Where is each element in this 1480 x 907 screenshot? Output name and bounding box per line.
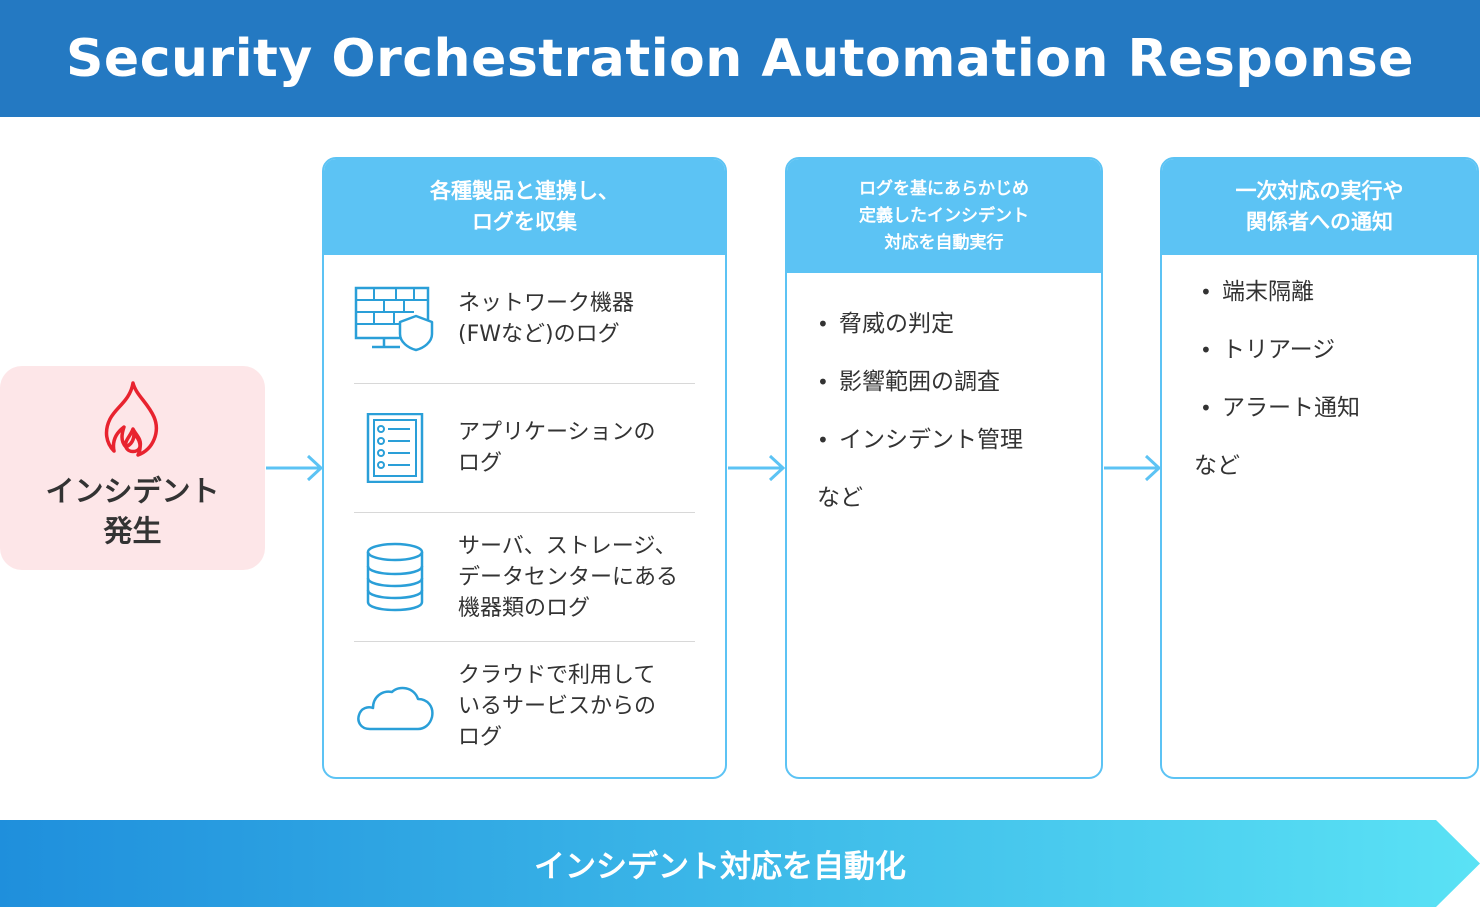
list-item-text: 影響範囲の調査 xyxy=(839,369,1000,395)
banner-arrow-icon xyxy=(0,820,1480,907)
list-item-text: 端末隔離 xyxy=(1222,279,1314,305)
list-item-text: アラート通知 xyxy=(1222,395,1360,421)
cloud-icon xyxy=(354,672,436,742)
list-item: クラウドで利用して いるサービスからの ログ xyxy=(354,642,695,771)
first-response-heading: 一次対応の実行や 関係者への通知 xyxy=(1162,159,1477,255)
list-item-text: ネットワーク機器 (FWなど)のログ xyxy=(458,291,635,347)
list-item: アプリケーションの ログ xyxy=(354,384,695,513)
list-item-text: アプリケーションの ログ xyxy=(458,420,656,476)
incident-box: インシデント 発生 xyxy=(0,366,265,570)
list-item-text: インシデント管理 xyxy=(839,427,1023,453)
bullet-icon: • xyxy=(817,312,829,336)
bullet-icon: • xyxy=(1200,338,1212,362)
list-item: • 端末隔離 xyxy=(1200,263,1477,321)
title-banner: Security Orchestration Automation Respon… xyxy=(0,0,1480,117)
footer-banner: インシデント対応を自動化 xyxy=(0,820,1480,907)
log-collection-panel: 各種製品と連携し、 ログを収集 xyxy=(322,157,727,779)
list-item: • 影響範囲の調査 xyxy=(817,353,1101,411)
flow-arrow-icon xyxy=(728,454,786,482)
flow-arrow-icon xyxy=(1104,454,1162,482)
list-item-text: クラウドで利用して いるサービスからの ログ xyxy=(458,663,657,750)
auto-response-list: • 脅威の判定 • 影響範囲の調査 • インシデント管理 xyxy=(787,273,1101,469)
bullet-icon: • xyxy=(1200,396,1212,420)
list-item-text: トリアージ xyxy=(1222,337,1336,363)
footer-label: インシデント対応を自動化 xyxy=(534,849,906,885)
bullet-icon: • xyxy=(817,428,829,452)
log-source-list: ネットワーク機器 (FWなど)のログ アプリケーションの ログ xyxy=(324,255,725,771)
application-log-icon xyxy=(354,413,436,483)
bullet-icon: • xyxy=(817,370,829,394)
list-item: • アラート通知 xyxy=(1200,379,1477,437)
log-collection-heading: 各種製品と連携し、 ログを収集 xyxy=(324,159,725,255)
auto-response-panel: ログを基にあらかじめ 定義したインシデント 対応を自動実行 • 脅威の判定 • 影響… xyxy=(785,157,1103,779)
list-item: • インシデント管理 xyxy=(817,411,1101,469)
fire-icon xyxy=(104,381,158,457)
auto-response-heading: ログを基にあらかじめ 定義したインシデント 対応を自動実行 xyxy=(787,159,1101,273)
flow-arrow-icon xyxy=(266,454,324,482)
database-icon xyxy=(354,542,436,612)
incident-label: インシデント 発生 xyxy=(45,474,220,548)
list-item: サーバ、ストレージ、 データセンターにある 機器類のログ xyxy=(354,513,695,642)
list-item: ネットワーク機器 (FWなど)のログ xyxy=(354,255,695,384)
list-item-text: サーバ、ストレージ、 データセンターにある 機器類のログ xyxy=(458,533,679,621)
first-response-list: • 端末隔離 • トリアージ • アラート通知 xyxy=(1162,255,1477,437)
list-item: • トリアージ xyxy=(1200,321,1477,379)
list-item-text: 脅威の判定 xyxy=(839,311,954,337)
list-item: • 脅威の判定 xyxy=(817,295,1101,353)
etc-label: など xyxy=(1194,453,1240,479)
network-firewall-icon xyxy=(354,284,436,354)
etc-label: など xyxy=(817,485,863,511)
page-title: Security Orchestration Automation Respon… xyxy=(65,28,1414,89)
bullet-icon: • xyxy=(1200,280,1212,304)
first-response-panel: 一次対応の実行や 関係者への通知 • 端末隔離 • トリアージ • アラート通知 など xyxy=(1160,157,1479,779)
